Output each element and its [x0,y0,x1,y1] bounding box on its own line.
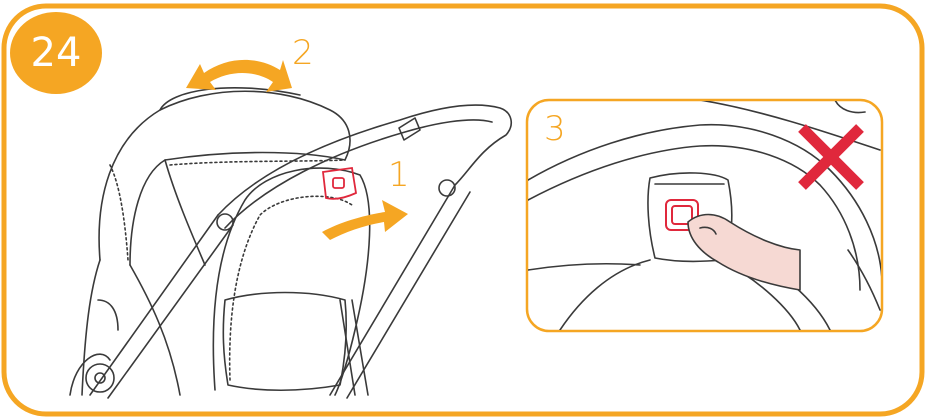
step-label-3: 3 [544,112,566,146]
stroller-drawing [70,88,511,398]
step-label-2: 2 [292,36,314,70]
arrow-1-icon [322,200,408,240]
step-number-badge: 24 [10,12,102,94]
step-label-1: 1 [388,158,410,192]
